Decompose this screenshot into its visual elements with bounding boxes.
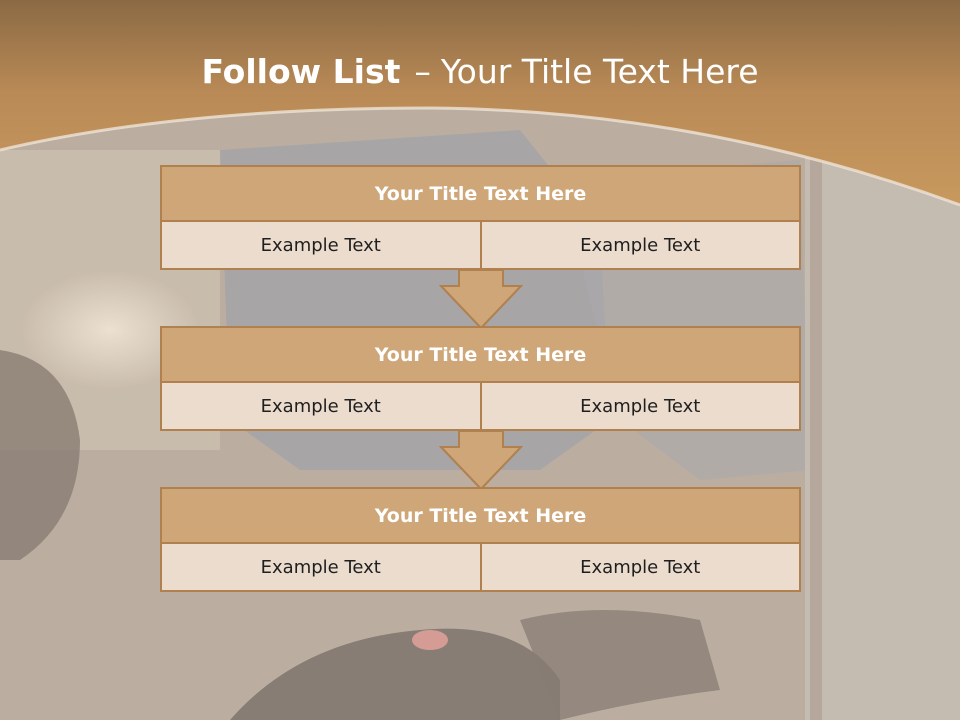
block-row: Example Text Example Text bbox=[160, 542, 801, 592]
down-arrow-icon bbox=[439, 431, 523, 491]
list-block-1: Your Title Text Here Example Text Exampl… bbox=[160, 165, 801, 270]
block-cell-right: Example Text bbox=[479, 542, 801, 592]
block-cell-right: Example Text bbox=[479, 220, 801, 270]
block-cell-left: Example Text bbox=[160, 542, 482, 592]
title-bold: Follow List bbox=[201, 52, 401, 91]
block-row: Example Text Example Text bbox=[160, 220, 801, 270]
block-title: Your Title Text Here bbox=[160, 487, 801, 544]
list-block-3: Your Title Text Here Example Text Exampl… bbox=[160, 487, 801, 592]
block-cell-right: Example Text bbox=[479, 381, 801, 431]
title-rest: Your Title Text Here bbox=[440, 52, 759, 91]
block-cell-left: Example Text bbox=[160, 381, 482, 431]
block-cell-left: Example Text bbox=[160, 220, 482, 270]
header-band bbox=[0, 0, 960, 207]
down-arrow-icon bbox=[439, 270, 523, 330]
title-dash: – bbox=[414, 52, 431, 91]
block-title: Your Title Text Here bbox=[160, 165, 801, 222]
block-row: Example Text Example Text bbox=[160, 381, 801, 431]
block-title: Your Title Text Here bbox=[160, 326, 801, 383]
list-block-2: Your Title Text Here Example Text Exampl… bbox=[160, 326, 801, 431]
slide-title: Follow List–Your Title Text Here bbox=[0, 52, 960, 91]
